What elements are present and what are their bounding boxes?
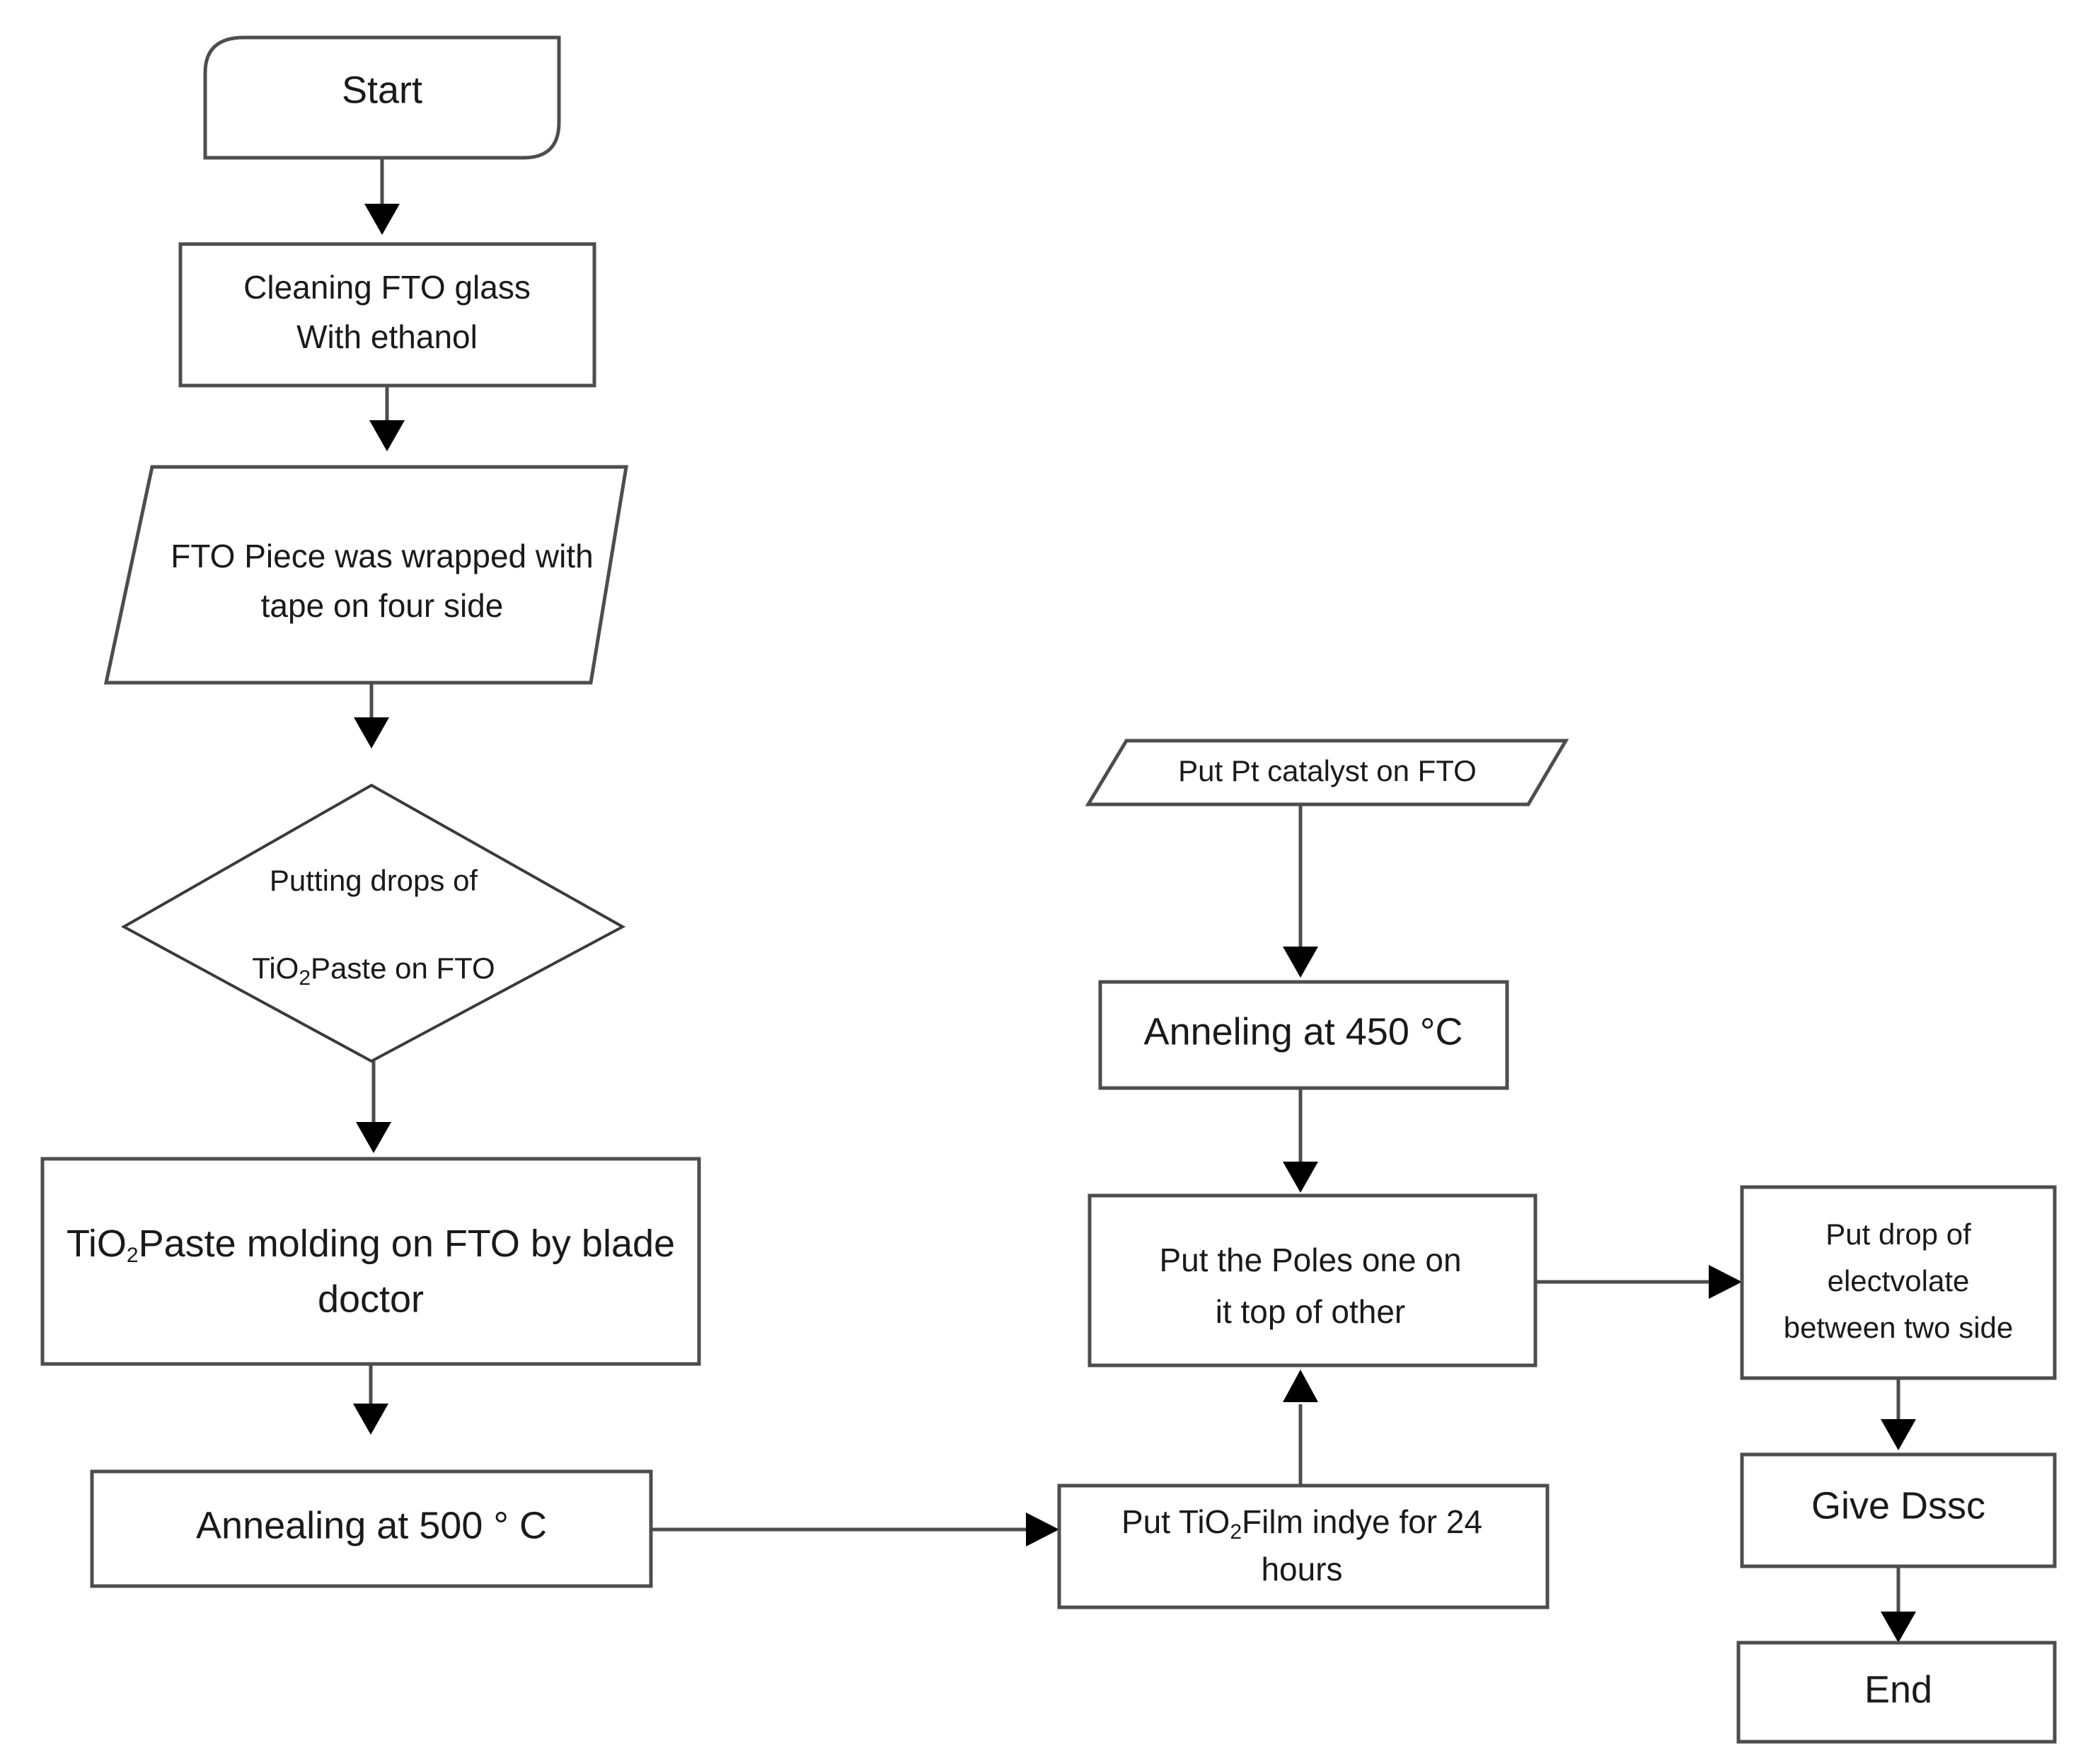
edge-dye-to-poles	[1283, 1370, 1318, 1486]
wrap-shape	[103, 465, 628, 685]
dye-label-line1: Put TiO2Film indye for 24	[1121, 1503, 1482, 1544]
node-poles[interactable]: Put the Poles one on it top of other	[1088, 1193, 1538, 1367]
node-anneal500[interactable]: Annealing at 500 ° C	[90, 1469, 653, 1588]
node-dssc[interactable]: Give Dssc	[1740, 1452, 2057, 1568]
electrolyte-label-line2: electvolate	[1828, 1264, 1970, 1297]
edge-electrolyte-to-dssc	[1881, 1378, 1916, 1450]
molding-label-line2: doctor	[318, 1278, 424, 1320]
end-shape	[1736, 1641, 2057, 1744]
dye-tio-subscript: 2	[1230, 1520, 1242, 1544]
edge-dssc-to-end	[1881, 1566, 1916, 1643]
drops-tio-text: TiO	[252, 952, 299, 985]
pt-shape	[1085, 739, 1569, 806]
edge-anneal500-to-dye	[651, 1513, 1059, 1546]
molding-shape	[40, 1157, 701, 1366]
poles-shape	[1088, 1193, 1538, 1367]
edge-wrap-to-drops	[354, 683, 389, 748]
dye-put-tio-text: Put TiO	[1121, 1503, 1230, 1540]
drops-paste-text: Paste on FTO	[311, 952, 495, 985]
wrap-label-line1: FTO Piece was wrapped with	[171, 538, 593, 574]
dssc-shape	[1740, 1452, 2057, 1568]
clean-shape	[178, 242, 596, 388]
edge-molding-to-anneal500	[353, 1364, 388, 1435]
edge-clean-to-wrap	[369, 386, 405, 451]
anneal500-shape	[90, 1469, 653, 1588]
start-shape	[203, 35, 561, 160]
node-electrolyte[interactable]: Put drop of electvolate between two side	[1740, 1185, 2057, 1380]
electrolyte-shape	[1740, 1185, 2057, 1380]
dye-label-line2: hours	[1261, 1551, 1342, 1588]
dye-rest-text: Film indye for 24	[1242, 1503, 1482, 1540]
electrolyte-label-line3: between two side	[1784, 1311, 2014, 1344]
edge-pt-to-anneal450	[1283, 804, 1318, 978]
node-end[interactable]: End	[1736, 1641, 2057, 1744]
anneal450-shape	[1098, 980, 1509, 1090]
end-label: End	[1864, 1668, 1932, 1711]
molding-rest-text: Paste molding on FTO by blade	[139, 1222, 675, 1265]
dye-shape	[1057, 1484, 1550, 1609]
electrolyte-label-line1: Put drop of	[1825, 1218, 1971, 1251]
node-dye[interactable]: Put TiO2Film indye for 24 hours	[1057, 1484, 1550, 1609]
drops-shape	[120, 783, 626, 1063]
edge-poles-to-electrolyte	[1535, 1265, 1742, 1299]
anneal450-label: Anneling at 450 °C	[1144, 1010, 1463, 1053]
node-clean[interactable]: Cleaning FTO glass With ethanol	[178, 242, 596, 388]
node-wrap[interactable]: FTO Piece was wrapped with tape on four …	[103, 465, 628, 685]
node-start[interactable]: Start	[203, 35, 561, 160]
start-label: Start	[342, 69, 422, 111]
pt-label: Put Pt catalyst on FTO	[1178, 754, 1477, 787]
node-pt[interactable]: Put Pt catalyst on FTO	[1085, 739, 1569, 806]
node-molding[interactable]: TiO2Paste molding on FTO by blade doctor	[40, 1157, 701, 1366]
drops-label-line1: Putting drops of	[270, 864, 478, 897]
molding-tio-text: TiO	[67, 1222, 127, 1265]
edge-drops-to-molding	[356, 1061, 391, 1153]
clean-label-line1: Cleaning FTO glass	[243, 269, 531, 306]
drops-tio-subscript: 2	[299, 966, 311, 990]
node-anneal450[interactable]: Anneling at 450 °C	[1098, 980, 1509, 1090]
drops-label-line2: TiO2Paste on FTO	[252, 952, 495, 990]
molding-label-line1: TiO2Paste molding on FTO by blade	[67, 1222, 675, 1267]
wrap-label-line2: tape on four side	[261, 587, 504, 624]
edge-start-to-clean	[364, 158, 400, 235]
edge-anneal450-to-poles	[1283, 1088, 1318, 1193]
poles-label-line1: Put the Poles one on	[1159, 1242, 1461, 1278]
dssc-label: Give Dssc	[1811, 1484, 1985, 1527]
molding-tio-subscript: 2	[127, 1244, 139, 1267]
poles-label-line2: it top of other	[1216, 1293, 1406, 1330]
node-drops[interactable]: Putting drops of TiO2Paste on FTO	[120, 783, 626, 1063]
clean-label-line2: With ethanol	[296, 318, 478, 355]
anneal500-label: Annealing at 500 ° C	[196, 1504, 547, 1546]
